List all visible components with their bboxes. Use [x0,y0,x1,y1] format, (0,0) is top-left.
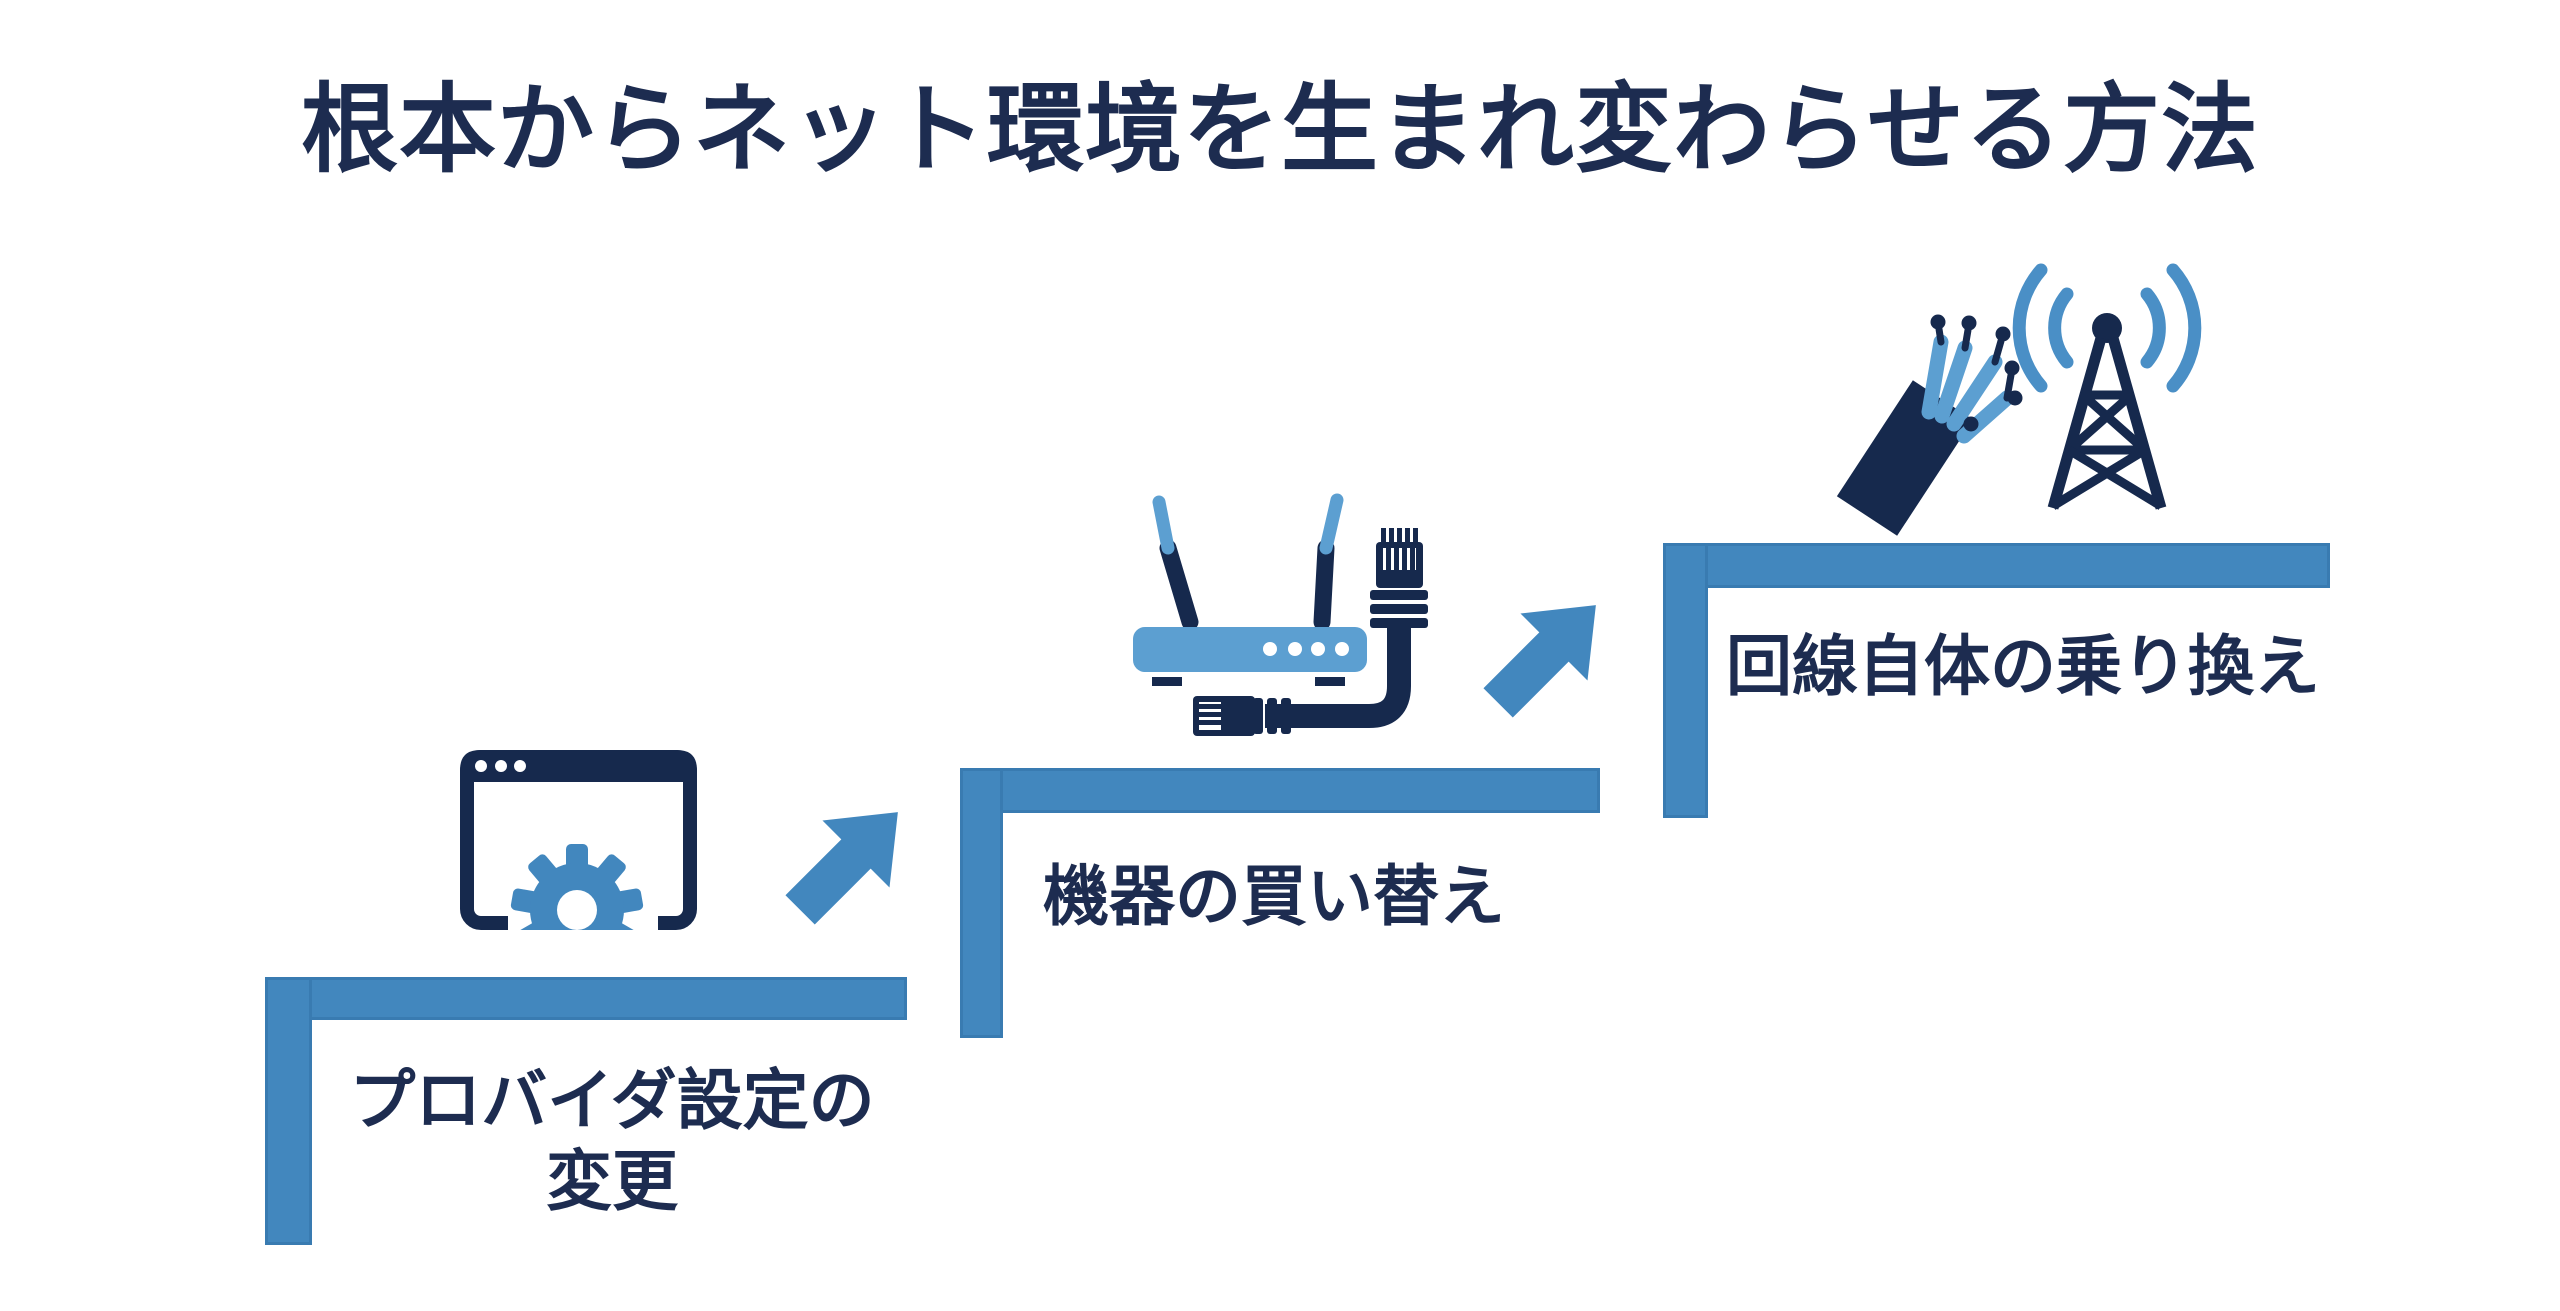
radio-waves-icon [2012,263,2202,393]
step2-leg [960,768,1003,1038]
step1-label: プロバイダ設定の 変更 [349,1063,875,1218]
fiber-optic-cable-and-radio-tower-icon [1836,263,2202,536]
router-antennas [1152,493,1344,631]
step2-label: 機器の買い替え [1043,859,1505,933]
step3-label: 回線自体の乗り換え [1726,629,2320,703]
step3-bar [1663,543,2330,588]
router-feet [1152,677,1345,686]
browser-titlebar-dots [475,760,526,772]
step3-leg [1663,543,1708,818]
lan-cable-icon [1193,528,1428,736]
browser-titlebar [460,750,697,782]
up-right-arrow-icon [1483,605,1596,718]
browser-settings-gear-icon [460,750,697,938]
router-led-dots [1263,642,1349,656]
step2-bar [960,768,1600,813]
gear-icon [510,844,644,930]
radio-tower-icon [2012,263,2202,510]
page-title: 根本からネット環境を生まれ変わらせる方法 [300,75,2260,184]
router-body [1133,627,1367,672]
fiber-optic-cable-icon [1836,314,2023,536]
wifi-router-lan-cable-icon [1133,493,1428,736]
up-right-arrow-icon [785,812,898,925]
step1-leg [265,977,312,1245]
step1-bar [265,977,907,1020]
